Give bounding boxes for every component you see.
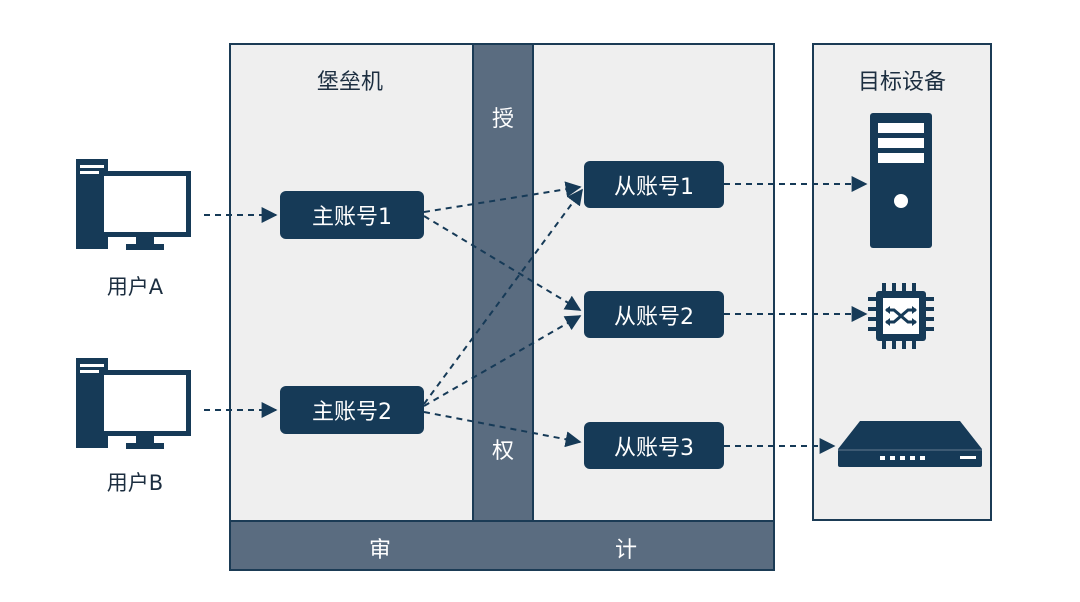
user-b-label: 用户B xyxy=(106,471,164,495)
server-device xyxy=(870,113,932,248)
chip-device xyxy=(868,283,934,349)
authorization-label-bottom: 权 xyxy=(491,439,514,464)
network-appliance-device xyxy=(836,419,984,469)
server-icon xyxy=(870,113,932,248)
arrow-primary-1-to-secondary-2 xyxy=(423,215,582,311)
computer-icon xyxy=(76,159,191,250)
computer-icon xyxy=(76,358,191,449)
authorization-label-top: 授 xyxy=(491,107,514,132)
target-devices-title: 目标设备 xyxy=(857,70,946,95)
secondary-account-2: 从账号2 xyxy=(584,291,724,338)
audit-label-right: 计 xyxy=(614,538,637,563)
arrow-primary-2-to-secondary-2 xyxy=(423,315,582,407)
bastion-title: 堡垒机 xyxy=(316,70,383,95)
user-a-computer xyxy=(74,157,194,252)
secondary-account-1: 从账号1 xyxy=(584,161,724,208)
primary-account-2: 主账号2 xyxy=(280,386,424,434)
user-b-computer xyxy=(74,356,194,451)
audit-bar xyxy=(229,520,775,571)
primary-account-1: 主账号1 xyxy=(280,191,424,239)
network-appliance-icon xyxy=(838,421,982,467)
arrow-primary-2-to-secondary-1 xyxy=(423,188,583,405)
chip-icon xyxy=(868,283,934,349)
arrow-primary-1-to-secondary-1 xyxy=(423,181,582,213)
secondary-account-3: 从账号3 xyxy=(584,422,724,469)
user-a-label: 用户A xyxy=(106,275,164,299)
arrow-primary-2-to-secondary-3 xyxy=(423,411,582,448)
audit-label-left: 审 xyxy=(368,538,391,563)
